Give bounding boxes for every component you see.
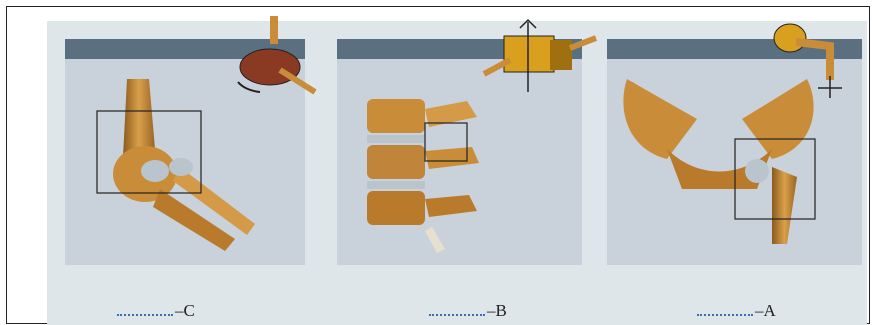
sliding-block-icon [480, 18, 600, 94]
process [425, 227, 445, 253]
cartilage [169, 158, 193, 176]
process [425, 195, 477, 217]
vertebra [367, 145, 425, 179]
dotted-blank[interactable] [429, 302, 485, 316]
worksheet-page: –C –B –A [47, 21, 867, 325]
ilium-left [623, 79, 697, 159]
dotted-blank[interactable] [117, 302, 173, 316]
cartilage [141, 160, 169, 182]
label-a: –A [755, 301, 776, 320]
answer-line-c: –C [117, 301, 195, 321]
humerus-bone [123, 79, 155, 157]
process [425, 147, 479, 169]
femoral-head-cartilage [745, 159, 769, 183]
ball-socket-icon [766, 18, 856, 98]
answer-line-b: –B [429, 301, 507, 321]
ulna-bone [153, 189, 235, 251]
disc [367, 181, 425, 189]
page-frame: –C –B –A [6, 6, 870, 324]
femur-bone [772, 167, 797, 244]
label-b: –B [487, 301, 507, 320]
label-c: –C [175, 301, 195, 320]
vertebra [367, 99, 425, 133]
answer-line-a: –A [697, 301, 776, 321]
vertebra [367, 191, 425, 225]
disc [367, 135, 425, 143]
hinge-mechanism-icon [220, 12, 320, 102]
dotted-blank[interactable] [697, 302, 753, 316]
